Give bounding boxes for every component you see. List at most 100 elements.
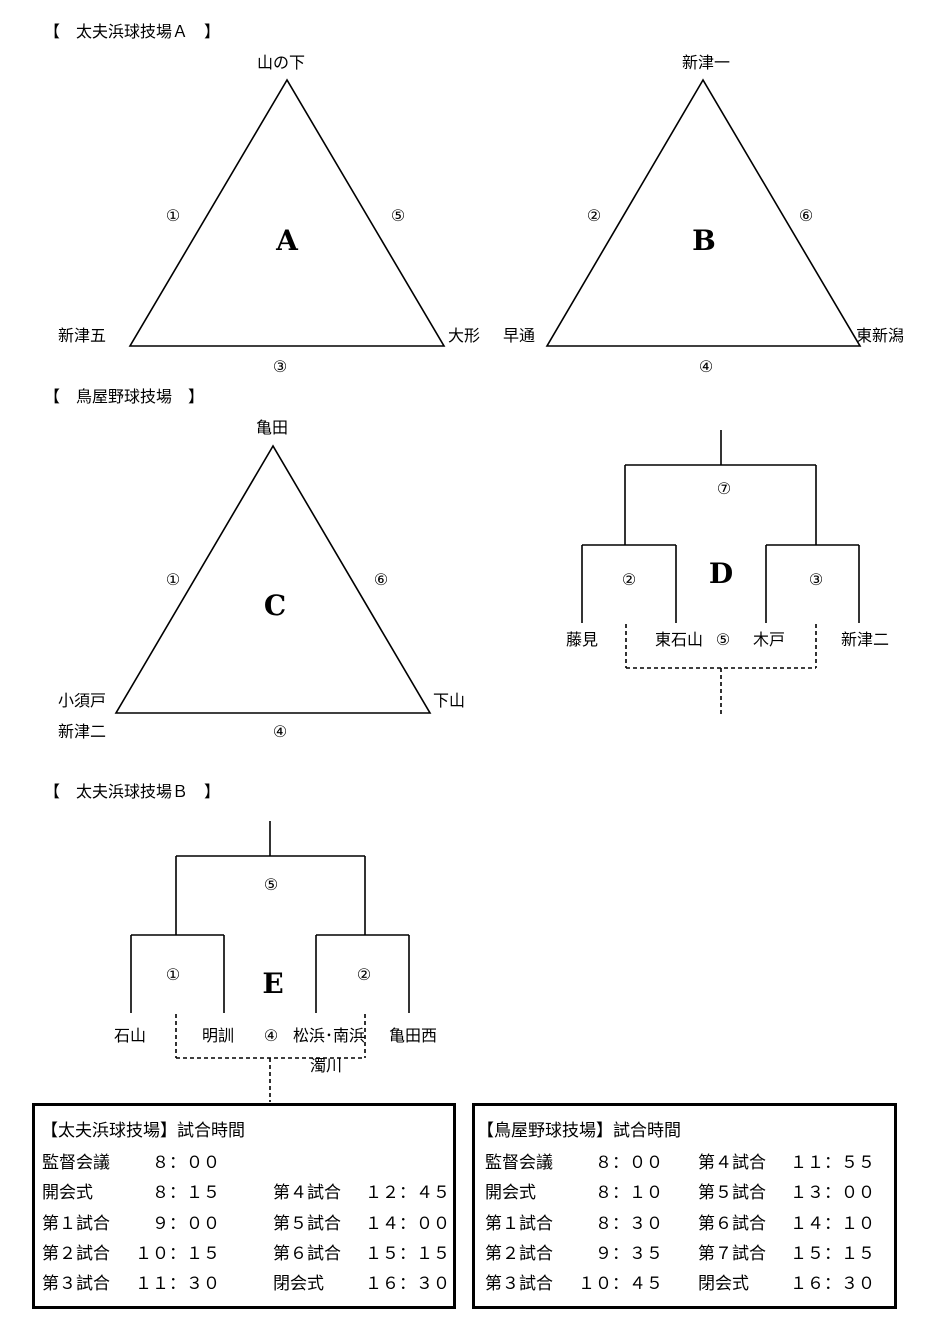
schedule-time: １４：１０ [790, 1214, 875, 1234]
group-a-team-left: 新津五 [58, 326, 106, 345]
schedule-row: 第３試合 １０：４５ 閉会式 １６：３０ [475, 1269, 894, 1294]
schedule-time: ９：３５ [595, 1244, 663, 1264]
schedule-box-toriya: 【鳥屋野球技場】試合時間 監督会議 ８：００ 第４試合 １１：５５ 開会式 ８：… [472, 1103, 897, 1309]
group-c-game-left: ① [166, 570, 180, 589]
schedule-label: 閉会式 [698, 1274, 749, 1294]
schedule-row: 第１試合 ９：００ 第５試合 １４：００ [35, 1209, 453, 1234]
group-b-team-left: 早通 [503, 326, 535, 345]
schedule-row: 第１試合 ８：３０ 第６試合 １４：１０ [475, 1209, 894, 1234]
group-e-team: 石山 [114, 1026, 146, 1045]
schedule-label: 第２試合 [42, 1244, 110, 1264]
schedule-label: 第６試合 [273, 1244, 341, 1264]
group-a: A 山の下 新津五 大形 ① ⑤ ③ [58, 53, 480, 376]
group-b-game-bottom: ④ [699, 357, 713, 376]
group-d-game-left: ② [622, 570, 636, 589]
group-e-game-top: ⑤ [264, 875, 278, 894]
group-b-team-right: 東新潟 [856, 326, 904, 345]
schedule-label: 第５試合 [698, 1183, 766, 1203]
group-e-game-left: ① [166, 965, 180, 984]
group-e [130, 821, 410, 1102]
group-b-triangle [545, 78, 862, 347]
group-c-triangle [114, 444, 432, 714]
schedule-row: 開会式 ８：１５ 第４試合 １２：４５ [35, 1178, 453, 1203]
group-d-letter: D [709, 557, 733, 590]
section-title-tayuhama-a: 【 太夫浜球技場Ａ 】 [44, 22, 220, 41]
group-a-game-bottom: ③ [273, 357, 287, 376]
group-c-team-left-1: 小須戸 [58, 691, 106, 710]
schedule-time: １０：４５ [578, 1274, 663, 1294]
group-c-letter: C [264, 589, 286, 622]
schedule-label: 監督会議 [42, 1153, 110, 1173]
schedule-row: 開会式 ８：１０ 第５試合 １３：００ [475, 1178, 894, 1203]
schedule-time: ８：００ [595, 1153, 663, 1173]
schedule-time: １２：４５ [365, 1183, 450, 1203]
schedule-time: ８：１０ [595, 1183, 663, 1203]
schedule-time: １３：００ [790, 1183, 875, 1203]
schedule-label: 第５試合 [273, 1214, 341, 1234]
schedule-time: ９：００ [152, 1214, 220, 1234]
group-e-game-mid: ④ [264, 1026, 278, 1045]
group-d-team: 藤見 [566, 630, 598, 649]
schedule-time: １６：３０ [790, 1274, 875, 1294]
schedule-row: 監督会議 ８：００ [35, 1148, 453, 1173]
schedule-row: 第２試合 ９：３５ 第７試合 １５：１５ [475, 1239, 894, 1264]
schedule-time: １５：１５ [790, 1244, 875, 1264]
schedule-label: 第４試合 [273, 1183, 341, 1203]
group-d [581, 430, 860, 714]
group-c-team-right: 下山 [433, 691, 465, 710]
schedule-title: 【鳥屋野球技場】試合時間 [477, 1121, 681, 1141]
section-title-tayuhama-b: 【 太夫浜球技場Ｂ 】 [44, 782, 220, 801]
group-b-game-right: ⑥ [799, 206, 813, 225]
group-c-game-right: ⑥ [374, 570, 388, 589]
group-e-game-right: ② [357, 965, 371, 984]
schedule-title: 【太夫浜球技場】試合時間 [41, 1121, 245, 1141]
schedule-label: 第１試合 [42, 1214, 110, 1234]
group-d-team: 木戸 [753, 630, 785, 649]
schedule-label: 閉会式 [273, 1274, 324, 1294]
schedule-time: １４：００ [365, 1214, 450, 1234]
schedule-box-tayuhama: 【太夫浜球技場】試合時間 監督会議 ８：００ 開会式 ８：１５ 第４試合 １２：… [32, 1103, 456, 1309]
section-title-toriya: 【 鳥屋野球技場 】 [44, 387, 204, 406]
group-a-triangle [128, 78, 446, 347]
group-c-team-top: 亀田 [256, 418, 288, 437]
schedule-label: 第４試合 [698, 1153, 766, 1173]
schedule-label: 監督会議 [485, 1153, 553, 1173]
group-e-team-3-line-2: 濁川 [310, 1056, 342, 1075]
schedule-time: ８：３０ [595, 1214, 663, 1234]
schedule-time: １１：３０ [135, 1274, 220, 1294]
group-d-team: 東石山 [655, 630, 703, 649]
group-c: C 亀田 小須戸 新津二 下山 ① ⑥ ④ [58, 418, 465, 741]
group-a-game-right: ⑤ [391, 206, 405, 225]
group-d-game-top: ⑦ [717, 479, 731, 498]
schedule-label: 第７試合 [698, 1244, 766, 1264]
schedule-row: 第２試合 １０：１５ 第６試合 １５：１５ [35, 1239, 453, 1264]
group-b-team-top: 新津一 [682, 53, 730, 72]
group-e-team: 明訓 [202, 1026, 234, 1045]
group-b: B 新津一 早通 東新潟 ② ⑥ ④ [503, 53, 904, 376]
schedule-time: ８：１５ [152, 1183, 220, 1203]
schedule-time: ８：００ [152, 1153, 220, 1173]
group-e-letter: E [262, 967, 283, 1000]
schedule-label: 第３試合 [42, 1274, 110, 1294]
group-e-team: 亀田西 [389, 1026, 437, 1045]
schedule-label: 第６試合 [698, 1214, 766, 1234]
group-b-letter: B [692, 224, 716, 257]
schedule-label: 第１試合 [485, 1214, 553, 1234]
group-a-game-left: ① [166, 206, 180, 225]
group-c-team-left-2: 新津二 [58, 722, 106, 741]
group-d-consolation-bracket [625, 624, 817, 714]
group-b-game-left: ② [587, 206, 601, 225]
schedule-time: １５：１５ [365, 1244, 450, 1264]
group-c-game-bottom: ④ [273, 722, 287, 741]
schedule-time: １０：１５ [135, 1244, 220, 1264]
group-d-game-right: ③ [809, 570, 823, 589]
schedule-label: 第２試合 [485, 1244, 553, 1264]
schedule-time: １６：３０ [365, 1274, 450, 1294]
group-e-consolation-bracket [175, 1014, 366, 1102]
schedule-label: 第３試合 [485, 1274, 553, 1294]
schedule-time: １１：５５ [790, 1153, 875, 1173]
group-e-team: 松浜･南浜 [293, 1026, 365, 1045]
schedule-label: 開会式 [42, 1183, 93, 1203]
schedule-row: 監督会議 ８：００ 第４試合 １１：５５ [475, 1148, 894, 1173]
group-a-team-right: 大形 [448, 326, 480, 345]
